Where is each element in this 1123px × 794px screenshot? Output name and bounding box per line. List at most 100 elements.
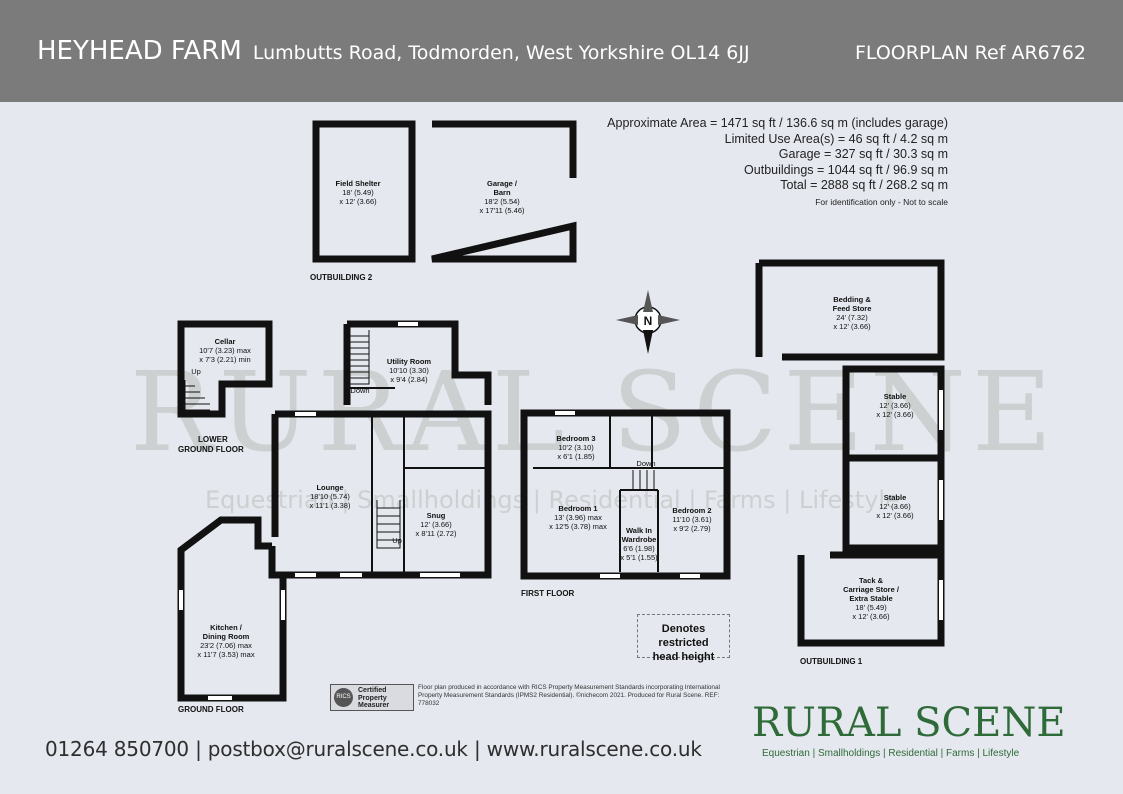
kitchen-walls <box>177 516 287 702</box>
svg-text:x 12' (3.66): x 12' (3.66) <box>876 410 914 419</box>
svg-text:18'2 (5.54): 18'2 (5.54) <box>484 197 520 206</box>
area-outbuildings: Outbuildings = 1044 sq ft / 96.9 sq m <box>744 162 948 177</box>
restricted-height-key: Denotes restricted head height <box>637 614 730 663</box>
brand-logo: RURAL SCENE Equestrian | Smallholdings |… <box>752 700 1066 759</box>
svg-text:Garage /: Garage / <box>487 179 518 188</box>
svg-text:x 11'1 (3.38): x 11'1 (3.38) <box>310 501 351 510</box>
svg-text:Feed Store: Feed Store <box>833 304 872 313</box>
svg-text:x 9'4 (2.84): x 9'4 (2.84) <box>390 375 428 384</box>
svg-text:Bedroom 2: Bedroom 2 <box>672 506 711 515</box>
svg-text:x 6'1 (1.85): x 6'1 (1.85) <box>557 452 595 461</box>
floorplan-ref: FLOORPLAN Ref AR6762 <box>855 42 1086 64</box>
svg-text:Utility Room: Utility Room <box>387 357 431 366</box>
brand-name: RURAL SCENE <box>752 700 1066 746</box>
svg-text:10'2 (3.10): 10'2 (3.10) <box>558 443 594 452</box>
rics-logo-icon: RICS <box>334 688 353 707</box>
svg-text:18' (5.49): 18' (5.49) <box>855 603 887 612</box>
compass-icon: N <box>616 290 680 354</box>
svg-text:x 8'11 (2.72): x 8'11 (2.72) <box>416 529 457 538</box>
area-summary: Approximate Area = 1471 sq ft / 136.6 sq… <box>607 116 948 210</box>
tack-walls <box>797 551 945 647</box>
walls <box>177 120 945 702</box>
field-shelter-walls <box>312 120 416 263</box>
svg-text:x 12' (3.66): x 12' (3.66) <box>852 612 890 621</box>
svg-text:10'10 (3.30): 10'10 (3.30) <box>389 366 429 375</box>
svg-text:11'10 (3.61): 11'10 (3.61) <box>672 515 712 524</box>
rics-badge: RICS Certified Property Measurer <box>330 684 414 711</box>
room-labels: Field Shelter 18' (5.49) x 12' (3.66) Ga… <box>191 179 914 659</box>
area-note: For identification only - Not to scale <box>815 196 948 207</box>
compass-letter: N <box>644 314 653 328</box>
lounge-snug-walls <box>268 410 492 579</box>
svg-text:12' (3.66): 12' (3.66) <box>420 520 452 529</box>
svg-text:12' (3.66): 12' (3.66) <box>879 401 911 410</box>
svg-text:Down: Down <box>350 386 369 395</box>
svg-text:Stable: Stable <box>884 493 907 502</box>
svg-text:Dining Room: Dining Room <box>203 632 250 641</box>
watermark-tagline: Equestrian | Smallholdings | Residential… <box>205 486 900 514</box>
area-limited: Limited Use Area(s) = 46 sq ft / 4.2 sq … <box>724 131 948 146</box>
svg-text:18'10 (5.74): 18'10 (5.74) <box>310 492 350 501</box>
svg-text:LOWER: LOWER <box>198 435 228 444</box>
svg-text:Down: Down <box>636 459 655 468</box>
svg-text:Tack &: Tack & <box>859 576 884 585</box>
svg-text:Stable: Stable <box>884 392 907 401</box>
svg-text:x 9'2 (2.79): x 9'2 (2.79) <box>673 524 711 533</box>
svg-text:Lounge: Lounge <box>316 483 343 492</box>
svg-text:Up: Up <box>191 367 201 376</box>
svg-text:OUTBUILDING 2: OUTBUILDING 2 <box>310 273 373 282</box>
svg-text:Up: Up <box>392 536 402 545</box>
svg-text:OUTBUILDING 1: OUTBUILDING 1 <box>800 657 863 666</box>
svg-text:FIRST FLOOR: FIRST FLOOR <box>521 589 575 598</box>
bedding-walls <box>755 259 945 361</box>
svg-text:Extra Stable: Extra Stable <box>849 594 892 603</box>
svg-text:Carriage Store /: Carriage Store / <box>843 585 900 594</box>
svg-text:12' (3.66): 12' (3.66) <box>879 502 911 511</box>
svg-text:Wardrobe: Wardrobe <box>622 535 657 544</box>
svg-text:Bedroom 3: Bedroom 3 <box>556 434 595 443</box>
svg-text:Field Shelter: Field Shelter <box>335 179 380 188</box>
garage-walls <box>431 120 577 263</box>
svg-text:18' (5.49): 18' (5.49) <box>342 188 374 197</box>
windows <box>179 322 943 700</box>
internal-walls <box>346 387 727 575</box>
header-bar: HEYHEAD FARM Lumbutts Road, Todmorden, W… <box>0 0 1123 102</box>
staircases <box>184 330 655 549</box>
svg-text:x 7'3 (2.21) min: x 7'3 (2.21) min <box>199 355 250 364</box>
svg-text:x 12'5 (3.78) max: x 12'5 (3.78) max <box>549 522 607 531</box>
svg-text:x 12' (3.66): x 12' (3.66) <box>876 511 914 520</box>
svg-text:x 17'11 (5.46): x 17'11 (5.46) <box>479 206 525 215</box>
property-address: Lumbutts Road, Todmorden, West Yorkshire… <box>252 42 750 64</box>
svg-text:x 12' (3.66): x 12' (3.66) <box>833 322 871 331</box>
svg-text:Kitchen /: Kitchen / <box>210 623 243 632</box>
svg-text:Bedding &: Bedding & <box>833 295 871 304</box>
area-approx: Approximate Area = 1471 sq ft / 136.6 sq… <box>607 116 948 130</box>
property-name: HEYHEAD FARM <box>37 36 242 66</box>
svg-text:x 11'7 (3.53) max: x 11'7 (3.53) max <box>197 650 254 659</box>
svg-text:Snug: Snug <box>427 511 446 520</box>
brand-tagline: Equestrian | Smallholdings | Residential… <box>762 748 1020 759</box>
svg-text:Barn: Barn <box>493 188 511 197</box>
svg-text:GROUND FLOOR: GROUND FLOOR <box>178 445 244 454</box>
cellar-walls <box>177 320 273 418</box>
svg-text:Bedroom 1: Bedroom 1 <box>558 504 597 513</box>
svg-text:23'2 (7.06) max: 23'2 (7.06) max <box>200 641 252 650</box>
svg-text:GROUND FLOOR: GROUND FLOOR <box>178 705 244 714</box>
svg-text:24' (7.32): 24' (7.32) <box>836 313 868 322</box>
svg-text:10'7 (3.23) max: 10'7 (3.23) max <box>199 346 251 355</box>
svg-text:6'6 (1.98): 6'6 (1.98) <box>623 544 655 553</box>
area-total: Total = 2888 sq ft / 268.2 sq m <box>780 178 948 192</box>
svg-text:x 12' (3.66): x 12' (3.66) <box>339 197 377 206</box>
utility-walls <box>343 320 492 405</box>
contact-details: 01264 850700 | postbox@ruralscene.co.uk … <box>45 737 702 761</box>
rics-text: Certified Property Measurer <box>358 687 390 709</box>
svg-text:13' (3.96) max: 13' (3.96) max <box>554 513 602 522</box>
area-garage: Garage = 327 sq ft / 30.3 sq m <box>778 147 948 161</box>
first-floor-walls <box>520 409 731 580</box>
svg-text:Cellar: Cellar <box>215 337 236 346</box>
svg-text:x 5'1 (1.55): x 5'1 (1.55) <box>620 553 658 562</box>
floorplan-disclaimer: Floor plan produced in accordance with R… <box>418 684 720 707</box>
svg-text:Walk In: Walk In <box>626 526 652 535</box>
floor-labels: OUTBUILDING 2 LOWER GROUND FLOOR GROUND … <box>178 273 863 714</box>
